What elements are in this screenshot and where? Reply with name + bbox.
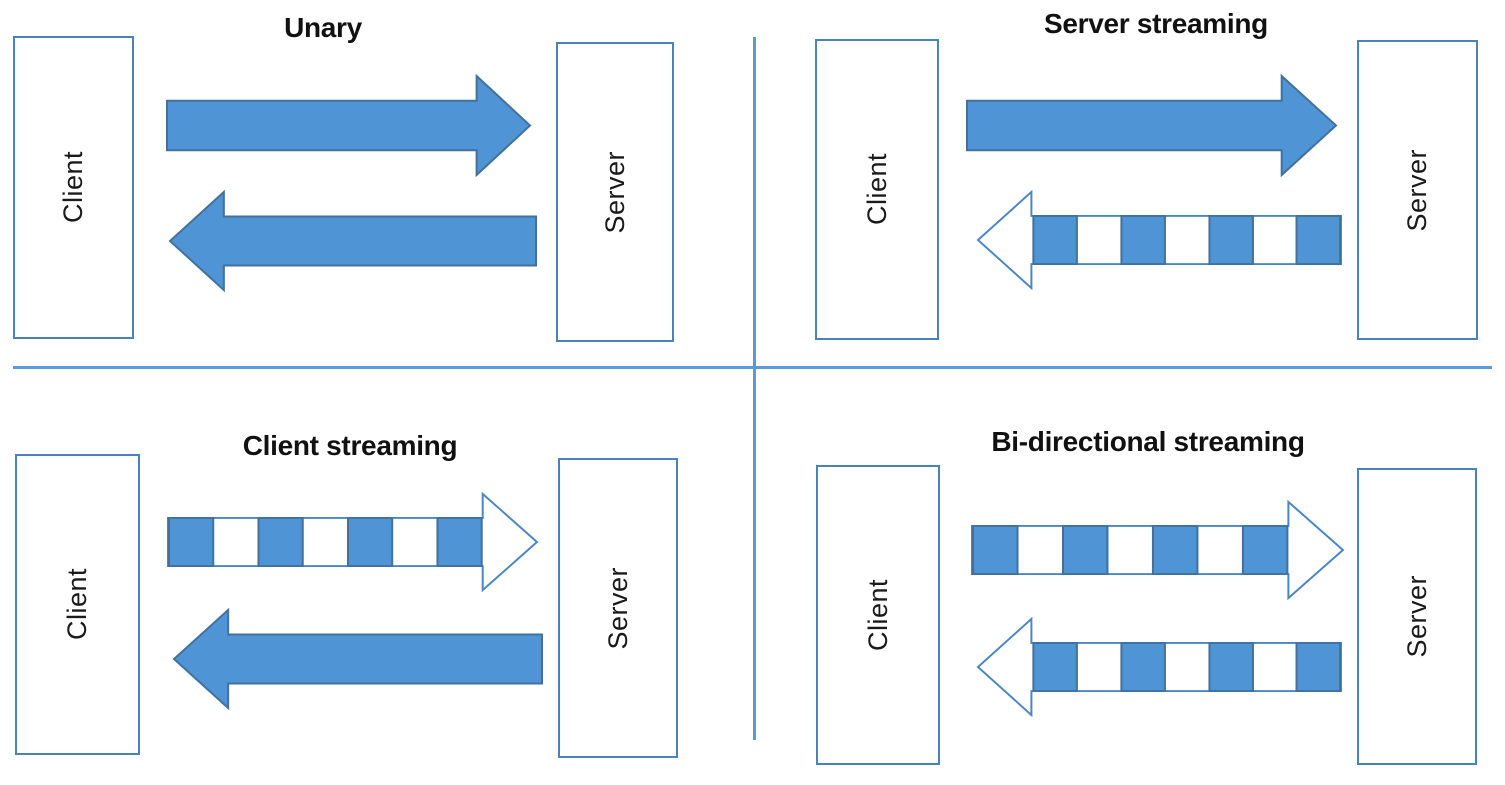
client-to-server-stream-arrow	[971, 500, 1345, 600]
vertical-divider	[753, 37, 756, 740]
client-box: Client	[816, 465, 940, 765]
horizontal-divider	[13, 366, 1492, 369]
server-to-client-stream-arrow	[976, 190, 1342, 290]
quadrant-title: Bi-directional streaming	[991, 426, 1305, 457]
client-box: Client	[13, 36, 134, 339]
server-label: Server	[1401, 575, 1432, 658]
server-to-client-stream-arrow	[976, 617, 1342, 717]
server-box: Server	[1357, 40, 1478, 340]
client-to-server-stream-arrow	[167, 492, 539, 592]
server-box: Server	[558, 458, 678, 758]
server-to-client-arrow	[168, 190, 537, 292]
quadrant-title: Server streaming	[1044, 8, 1268, 39]
quadrant-title: Unary	[284, 12, 362, 43]
client-box: Client	[815, 39, 939, 340]
server-box: Server	[1357, 468, 1477, 765]
client-label: Client	[862, 578, 893, 652]
quadrant-title: Client streaming	[242, 430, 458, 461]
server-box: Server	[556, 42, 674, 342]
client-to-server-arrow	[966, 74, 1338, 177]
client-box: Client	[15, 454, 140, 755]
server-to-client-arrow	[172, 608, 543, 710]
client-to-server-arrow	[166, 74, 532, 177]
